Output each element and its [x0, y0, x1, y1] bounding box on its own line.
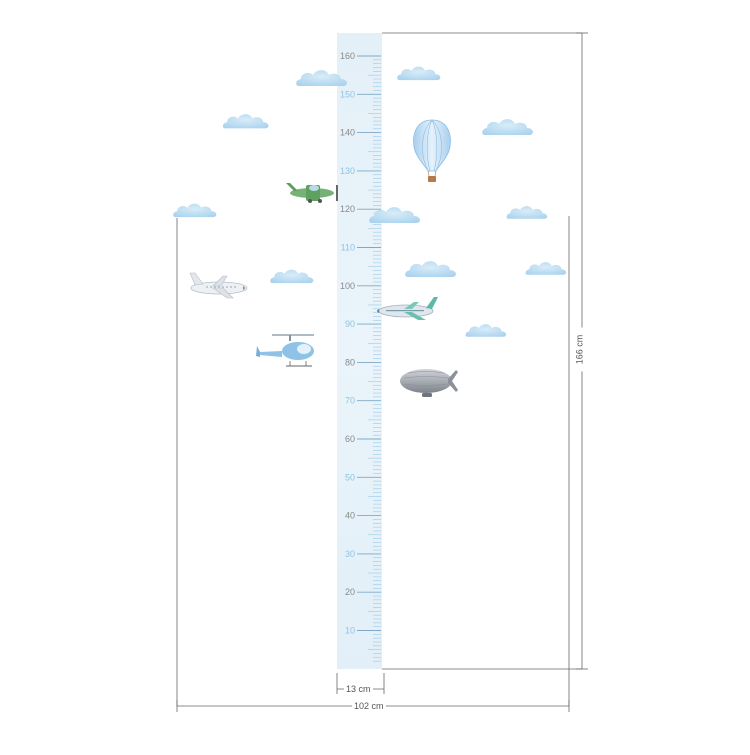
cloud-icon [465, 324, 507, 337]
cloud-icon [173, 203, 217, 218]
ruler-labels: 10 20 30 40 50 60 70 80 90 100 110 120 130 140 150 160 [340, 51, 355, 636]
cloud-icon [369, 207, 420, 223]
ruler-label: 130 [340, 166, 355, 176]
height-ruler: 10 20 30 40 50 60 70 80 90 100 110 120 130 140 150 160 [337, 33, 382, 669]
ruler-width-label: 13 cm [344, 684, 373, 695]
ruler-label: 50 [345, 472, 355, 482]
ruler-label: 90 [345, 319, 355, 329]
ruler-label: 100 [340, 281, 355, 291]
ruler-label: 40 [345, 511, 355, 521]
airliner-teal-icon [377, 297, 438, 320]
ruler-label: 150 [340, 89, 355, 99]
cloud-icon [222, 114, 269, 129]
cloud-icon [270, 269, 314, 284]
cloud-icon [405, 261, 456, 277]
helicopter-icon [256, 334, 314, 367]
cloud-icon [482, 119, 533, 135]
ruler-label: 110 [341, 243, 355, 253]
clouds [173, 66, 567, 337]
airship-icon [400, 369, 458, 397]
hot-air-balloon-icon [413, 119, 451, 182]
ruler-label: 30 [345, 549, 355, 559]
airliner-icon [189, 272, 248, 299]
propeller-plane-icon [286, 183, 338, 203]
ruler-label: 60 [345, 434, 355, 444]
ruler-label: 70 [345, 396, 355, 406]
cloud-icon [506, 206, 548, 219]
height-total-label: 166 cm [574, 327, 586, 372]
ruler-label: 160 [340, 51, 355, 61]
cloud-icon [296, 70, 347, 86]
cloud-icon [397, 66, 441, 81]
ruler-label: 10 [345, 626, 355, 636]
ruler-ticks [357, 55, 381, 662]
ruler-label: 80 [345, 357, 355, 367]
cloud-icon [525, 262, 567, 275]
ruler-label: 20 [345, 587, 355, 597]
width-total-label: 102 cm [352, 701, 386, 712]
ruler-label: 120 [340, 204, 355, 214]
ruler-label: 140 [340, 128, 355, 138]
